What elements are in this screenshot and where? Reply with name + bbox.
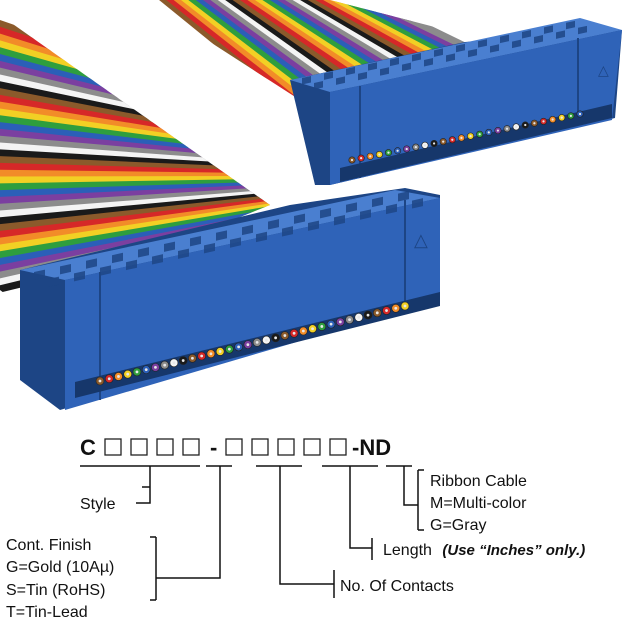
svg-text:△: △: [414, 230, 428, 250]
part-number-separator: -: [210, 435, 217, 460]
style-code-box: [156, 438, 174, 456]
lower-idc-connector: △: [20, 188, 440, 410]
part-number-prefix: C: [80, 435, 96, 460]
upper-idc-connector: △: [290, 18, 622, 185]
ribbon-cable-assembly-image: △ △: [0, 0, 622, 410]
style-code-box: [104, 438, 122, 456]
part-number-suffix: -ND: [352, 435, 391, 460]
cont-finish-tin: S=Tin (RoHS): [6, 582, 105, 599]
no-of-contacts-label: No. Of Contacts: [340, 578, 454, 595]
length-code-box: [303, 438, 321, 456]
style-label: Style: [80, 496, 116, 513]
cont-finish-tin-lead: T=Tin-Lead: [6, 604, 88, 621]
ribbon-cable-title: Ribbon Cable: [430, 473, 527, 490]
contacts-code-box: [225, 438, 243, 456]
cont-finish-gold: G=Gold (10Aµ): [6, 559, 114, 576]
style-code-box: [130, 438, 148, 456]
contacts-code-box: [251, 438, 269, 456]
ribbon-cable-gray: G=Gray: [430, 517, 486, 534]
length-code-box: [277, 438, 295, 456]
ribbon-cable-multicolor: M=Multi-color: [430, 495, 527, 512]
length-label: Length: [383, 542, 432, 559]
svg-text:△: △: [598, 62, 609, 78]
cable-code-box: [329, 438, 347, 456]
cont-finish-title: Cont. Finish: [6, 537, 91, 554]
length-row: Length (Use “Inches” only.): [383, 542, 585, 559]
length-note: (Use “Inches” only.): [442, 542, 585, 559]
finish-code-box: [182, 438, 200, 456]
